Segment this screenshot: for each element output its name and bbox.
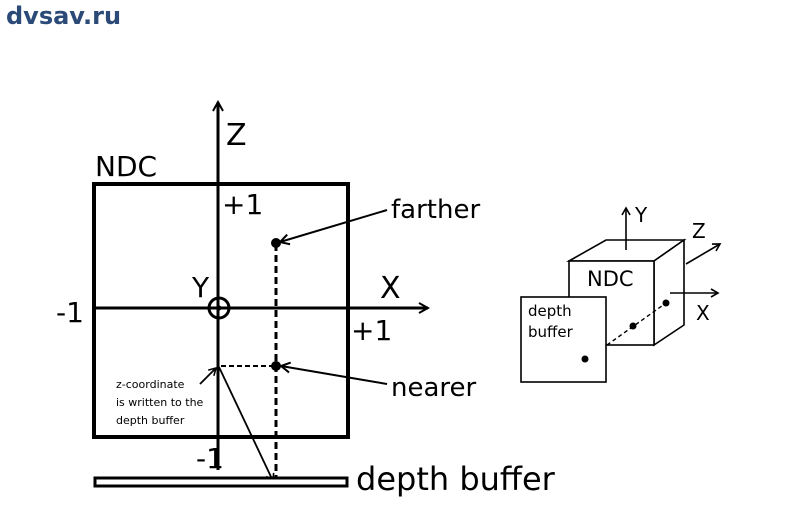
x-tick-right: +1 — [351, 314, 392, 347]
depth-buffer-label: depth buffer — [356, 460, 556, 498]
cube-far-point — [662, 299, 670, 307]
x-axis-label: X — [380, 271, 401, 306]
depth-buffer-bar — [93, 476, 349, 488]
ndc-box — [92, 182, 350, 439]
buffer-label-line-1: depth — [528, 302, 572, 320]
z-tick-bottom: -1 — [196, 442, 224, 475]
buffer-point — [581, 355, 589, 363]
buffer-label-line-2: buffer — [528, 323, 574, 341]
nearer-label: nearer — [391, 373, 477, 403]
z-tick-top: +1 — [222, 188, 263, 221]
farther-label: farther — [391, 195, 480, 225]
cube-near-point — [629, 322, 637, 330]
site-label: dvsav.ru — [6, 2, 122, 30]
right-diagram: NDC Y Z X depth buffer — [520, 203, 722, 383]
note-line-1: z-coordinate — [116, 378, 185, 391]
cube-y-label: Y — [634, 203, 648, 227]
cube-dashed-line — [606, 302, 667, 346]
note-line-3: depth buffer — [116, 414, 185, 427]
y-axis-dot — [216, 305, 222, 311]
buffer-plane — [520, 296, 607, 383]
x-tick-left: -1 — [56, 296, 84, 329]
cube-z-axis — [685, 243, 722, 265]
cube-x-label: X — [696, 301, 710, 325]
note-line-2: is written to the — [116, 396, 204, 409]
z-axis-label: Z — [226, 118, 247, 153]
farther-arrow — [280, 209, 388, 242]
ndc-label: NDC — [95, 150, 157, 183]
farther-point — [271, 238, 281, 248]
write-arrow-down — [218, 366, 275, 483]
nearer-arrow — [281, 366, 388, 385]
y-axis-label: Y — [191, 271, 210, 304]
cube-ndc-label: NDC — [587, 267, 634, 291]
left-diagram: NDC Z +1 -1 X -1 +1 Y farther nearer z-c… — [56, 102, 556, 498]
note-arrow — [199, 366, 218, 385]
y-axis-symbol — [207, 296, 231, 320]
cube-z-label: Z — [692, 219, 706, 243]
nearer-point — [271, 361, 281, 371]
